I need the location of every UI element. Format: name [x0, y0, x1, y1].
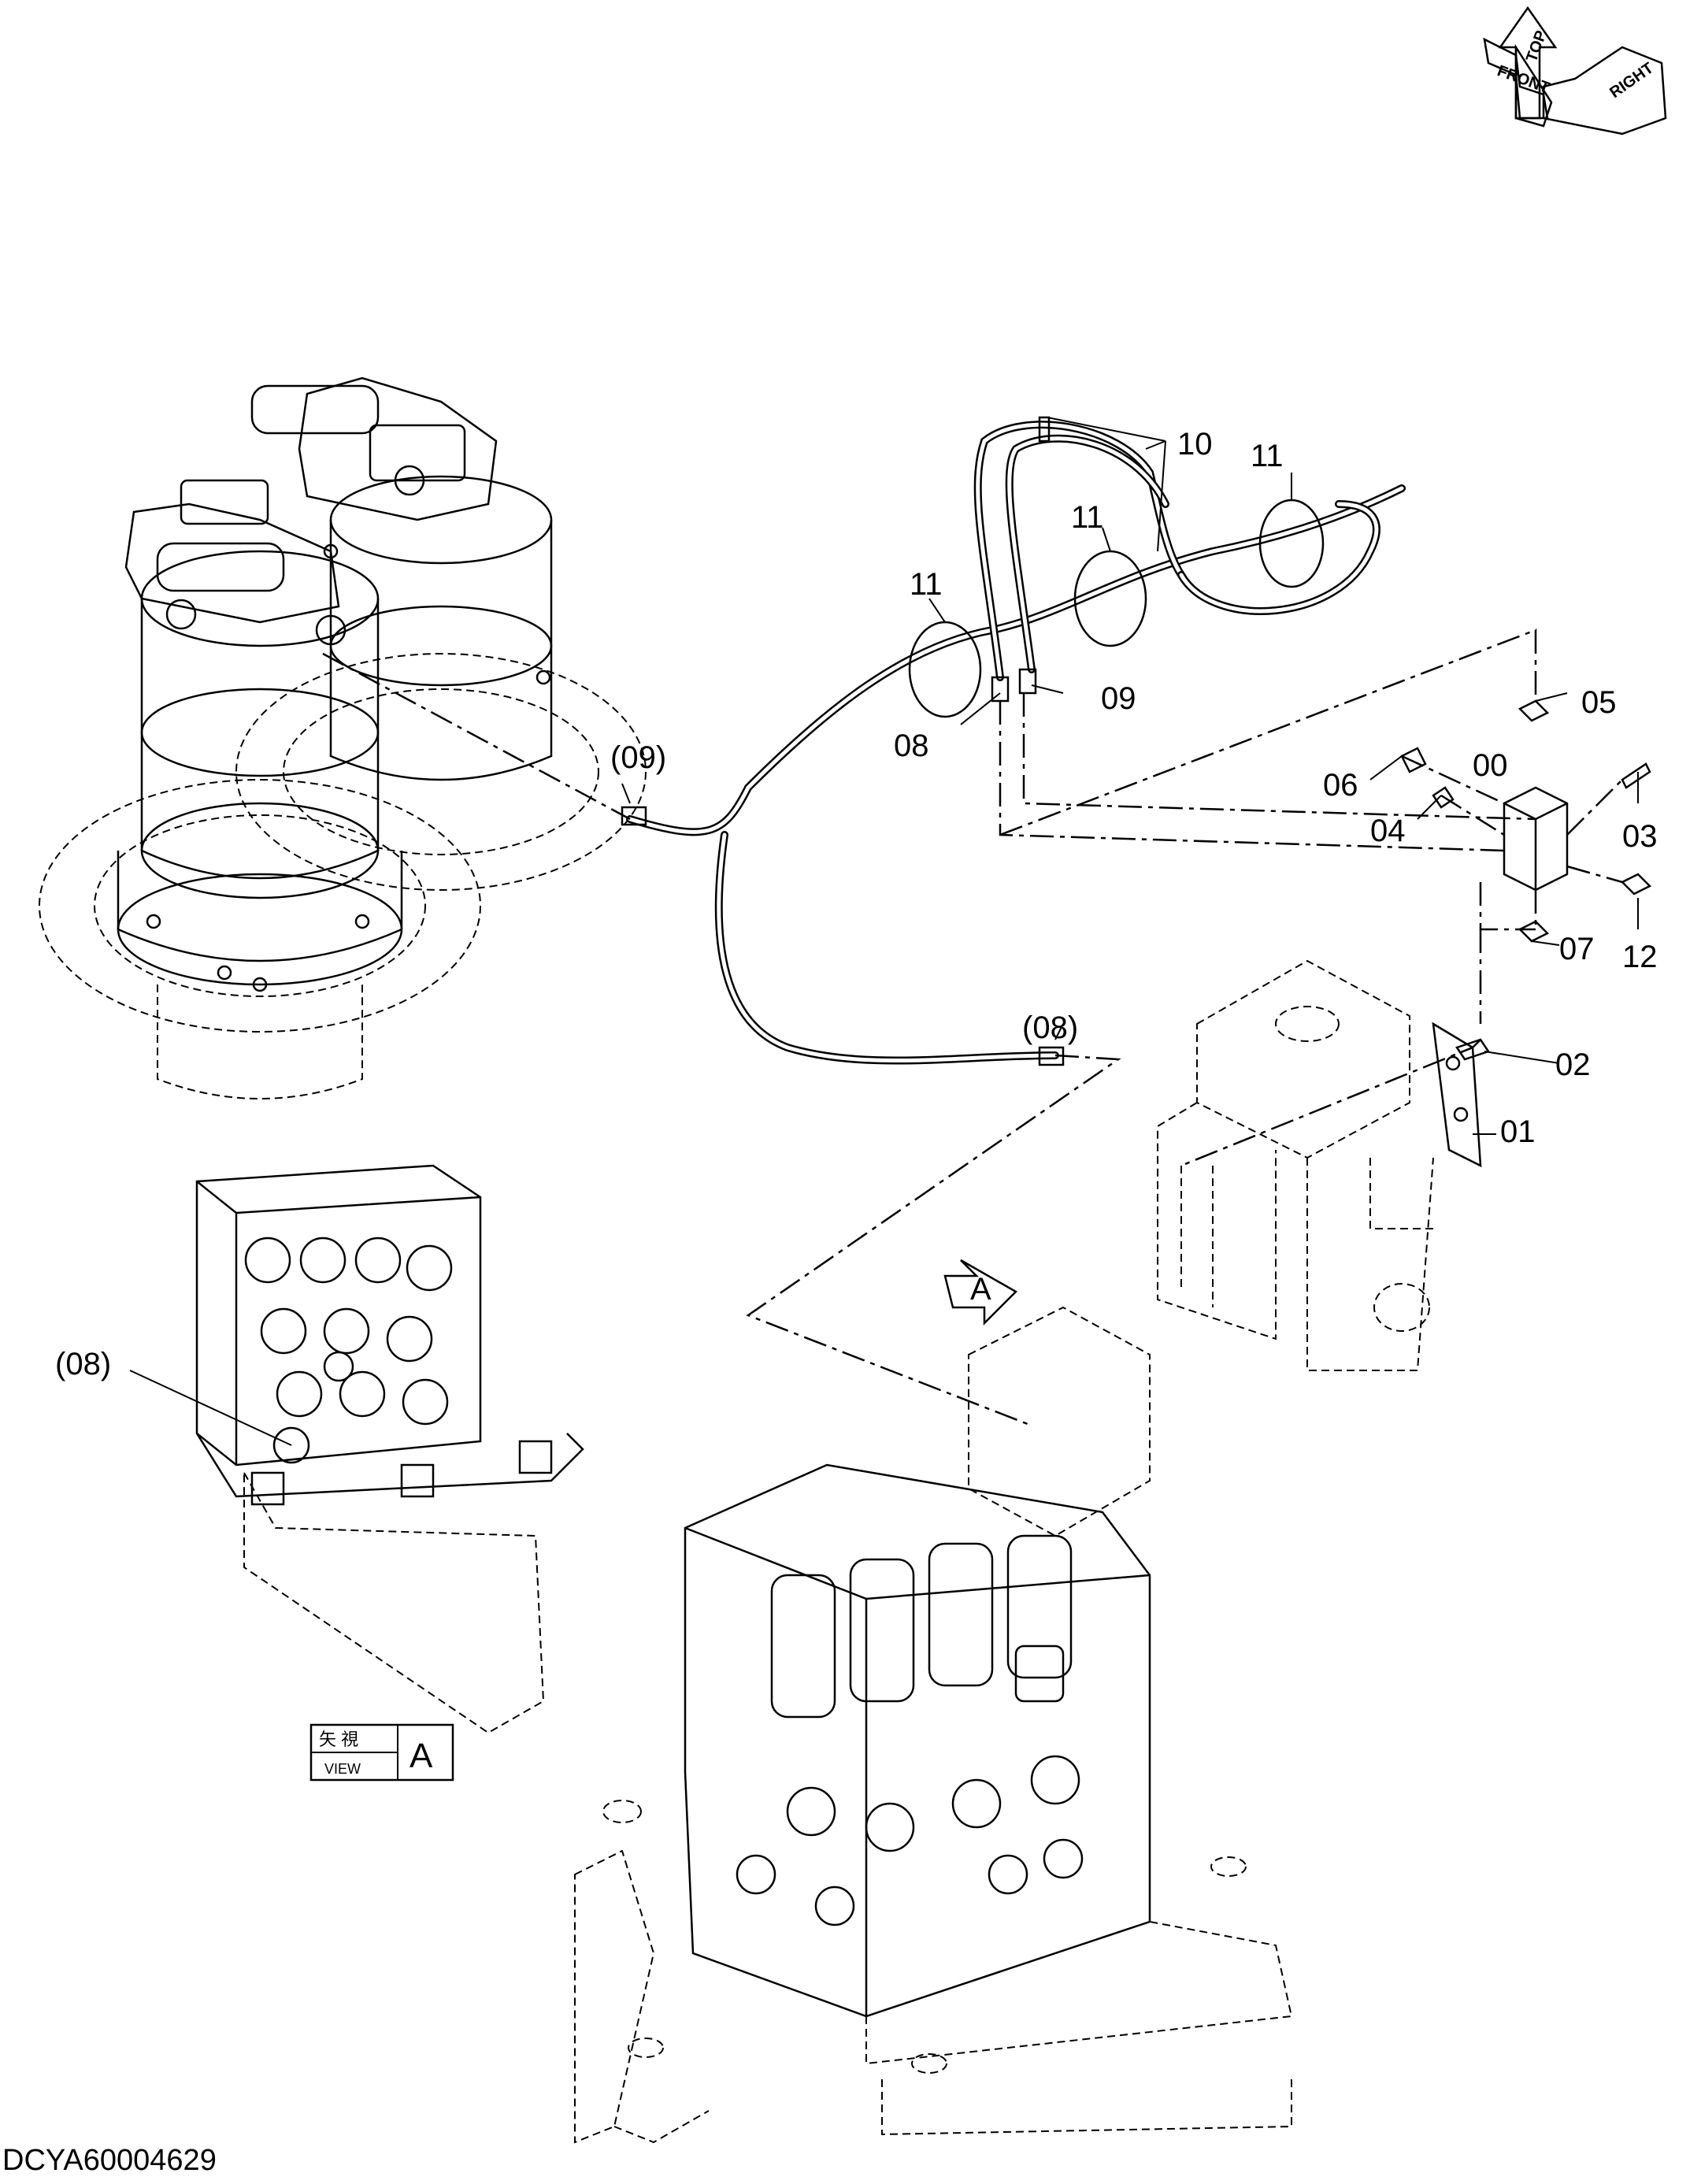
callout-12: 12: [1622, 940, 1658, 974]
callout-labels: 10 11 11 11 09 08 05 00 06 04 03 07 12 0…: [55, 427, 1658, 1381]
callout-05: 05: [1581, 685, 1617, 720]
callout-11-b: 11: [1071, 500, 1104, 535]
badge-right-label: RIGHT: [1606, 59, 1657, 102]
view-a-marker: A: [943, 1259, 1018, 1326]
orientation-badge: TOP FRONT RIGHT: [1483, 6, 1667, 135]
right-arrow-icon: [1542, 46, 1667, 135]
callout-ref-08-b: (08): [55, 1347, 111, 1381]
callout-04: 04: [1370, 814, 1406, 848]
main-control-valve: [574, 1306, 1293, 2144]
view-marker-letter: A: [970, 1272, 991, 1307]
document-id: DCYA60004629: [2, 2144, 217, 2177]
callout-10: 10: [1177, 427, 1213, 462]
callout-00: 00: [1473, 748, 1508, 783]
callout-11-c: 11: [1251, 439, 1284, 473]
callout-09: 09: [1101, 681, 1136, 716]
callout-08: 08: [894, 729, 929, 763]
callout-07: 07: [1559, 932, 1595, 966]
callout-01: 01: [1500, 1114, 1536, 1149]
callout-11-a: 11: [910, 567, 943, 602]
callout-02: 02: [1555, 1048, 1591, 1082]
view-a-box: 矢 視 VIEW A: [309, 1723, 454, 1782]
badge-front-label: FRONT: [1495, 62, 1551, 97]
view-word: VIEW: [324, 1761, 361, 1777]
control-valve-panel: [195, 1164, 584, 1734]
small-parts: [1400, 699, 1652, 1061]
callout-06: 06: [1323, 768, 1358, 803]
callout-ref-09: (09): [610, 740, 666, 775]
leader-lines: [129, 417, 1639, 1446]
hose-assembly: [621, 416, 1406, 1066]
plate-part-01: [1432, 1022, 1482, 1168]
mounting-bracket: [1157, 959, 1434, 1371]
view-kanji: 矢 視: [319, 1730, 358, 1749]
callout-03: 03: [1622, 819, 1658, 854]
swing-motor-assembly: [39, 376, 647, 1099]
view-letter: A: [410, 1737, 433, 1775]
arrow-up-icon: [1498, 6, 1558, 120]
callout-ref-08-a: (08): [1022, 1010, 1078, 1045]
